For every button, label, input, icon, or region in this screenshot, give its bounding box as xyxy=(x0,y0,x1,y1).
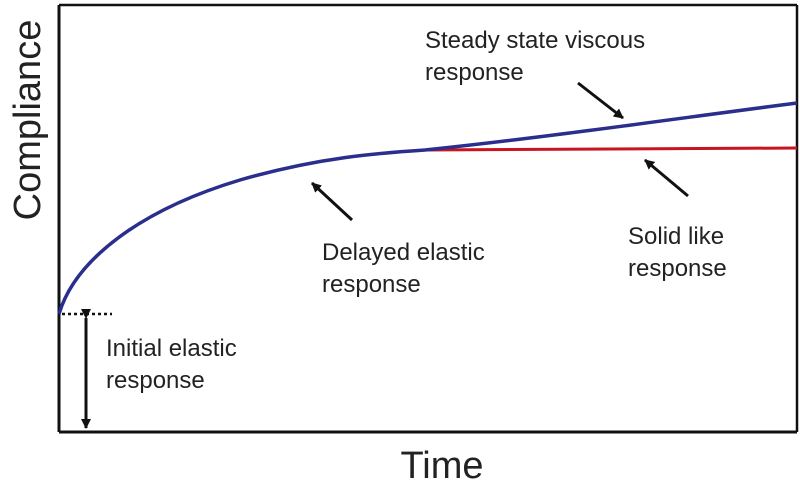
solid-like-annotation: Solid like response xyxy=(628,223,727,282)
steady-line1: Steady state viscous xyxy=(425,27,645,54)
x-axis-label: Time xyxy=(400,445,483,486)
delayed-elastic-annotation: Delayed elastic response xyxy=(322,239,485,298)
y-axis-label: Compliance xyxy=(7,20,49,221)
delayed-line1: Delayed elastic xyxy=(322,239,485,266)
plot-frame xyxy=(57,3,799,434)
delayed-line2: response xyxy=(322,271,421,298)
steady-arrow xyxy=(577,81,624,120)
steady-state-annotation: Steady state viscous response xyxy=(425,27,645,86)
steady-line2: response xyxy=(425,59,524,86)
solid-arrow xyxy=(644,158,689,198)
delayed-arrow xyxy=(310,181,354,222)
initial-line2: response xyxy=(106,367,205,394)
initial-line1: Initial elastic xyxy=(106,335,237,362)
solid-line2: response xyxy=(628,255,727,282)
compliance-curve xyxy=(57,101,798,315)
solid-like-curve xyxy=(424,146,798,152)
initial-elastic-annotation: Initial elastic response xyxy=(106,335,237,394)
solid-line1: Solid like xyxy=(628,223,724,250)
